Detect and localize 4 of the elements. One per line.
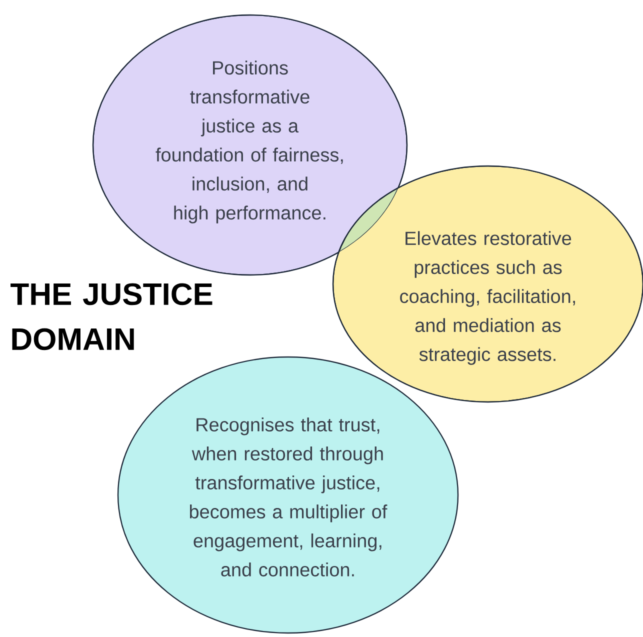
node-label: Positions transformative justice as a foundation of fairness, inclusion, and high performance. [156, 60, 343, 224]
node-label: Elevates restorative practices such as coaching, facilitation, and mediation as strategic assets. [400, 231, 575, 365]
title: THE JUSTICE DOMAIN [10, 283, 212, 350]
node-label: Recognises that trust, when restored through transformative justice, becomes a multiplier of engagement, learning, and connection. [190, 418, 388, 576]
